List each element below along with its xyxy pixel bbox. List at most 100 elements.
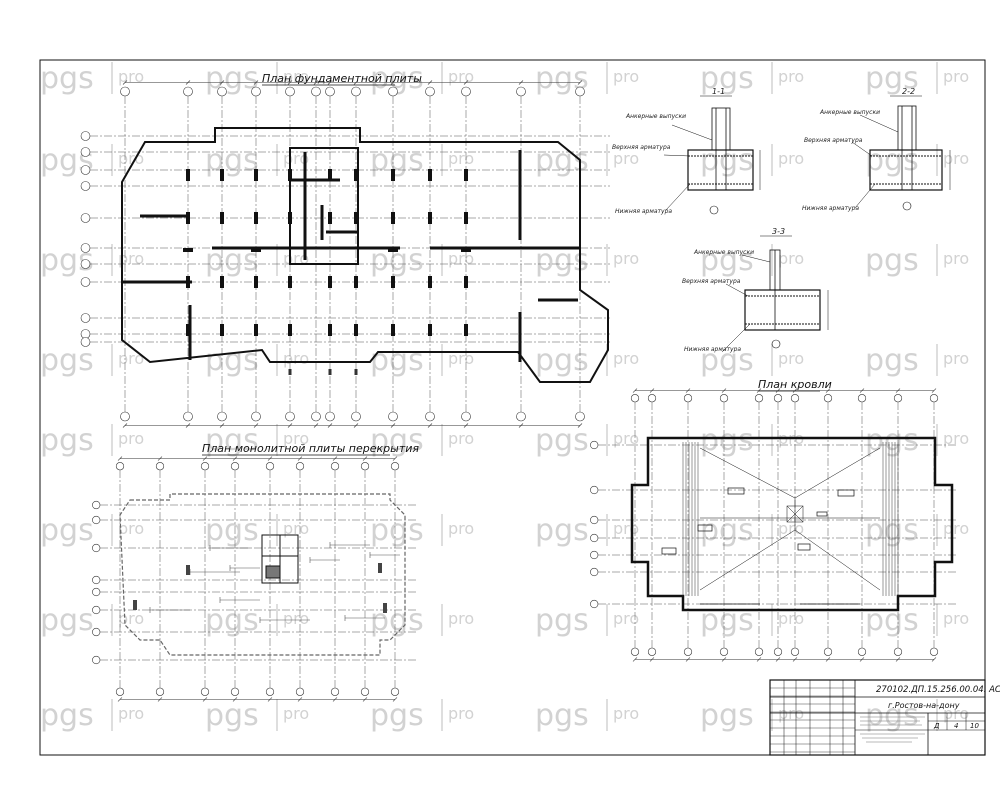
- watermark: pro: [118, 609, 144, 628]
- column: [388, 248, 398, 252]
- watermark: pro: [283, 704, 309, 723]
- axis-marker: [647, 647, 657, 656]
- watermark: pgs: [865, 61, 919, 96]
- watermark: pro: [778, 149, 804, 168]
- axis-marker: [80, 337, 91, 347]
- axis-marker: [80, 313, 91, 323]
- column: [251, 248, 261, 252]
- column: [391, 324, 395, 336]
- stage: Д: [933, 722, 940, 730]
- axis-marker: [120, 411, 130, 422]
- axis-marker: [823, 394, 833, 403]
- watermark: pgs: [535, 603, 589, 638]
- svg-text:Анкерные выпуски: Анкерные выпуски: [625, 113, 686, 120]
- axis-marker: [265, 687, 275, 696]
- watermark: pro: [613, 149, 639, 168]
- watermark: pgs: [370, 513, 424, 548]
- axis-marker: [790, 394, 800, 403]
- axis-marker: [92, 515, 101, 525]
- column: [391, 212, 395, 224]
- axis-marker: [647, 394, 657, 403]
- column: [288, 169, 292, 181]
- axis-marker: [516, 86, 526, 97]
- axis-marker: [200, 462, 210, 471]
- watermark: pro: [448, 519, 474, 538]
- watermark: pgs: [535, 423, 589, 458]
- axis-marker: [351, 86, 361, 97]
- floor-slab-plan-title: План монолитной плиты перекрытия: [202, 442, 419, 455]
- axis-marker: [92, 500, 101, 510]
- watermark: pgs: [40, 513, 94, 548]
- watermark: pro: [118, 349, 144, 368]
- watermark: pgs: [40, 698, 94, 733]
- watermark: pro: [778, 67, 804, 86]
- svg-text:Нижняя арматура: Нижняя арматура: [615, 208, 672, 215]
- watermark: pgs: [865, 698, 919, 733]
- axis-marker: [80, 165, 91, 175]
- axis-marker: [461, 411, 471, 422]
- slab-detail: [383, 603, 387, 613]
- watermark: pgs: [205, 343, 259, 378]
- watermark: pro: [943, 349, 969, 368]
- axis-marker: [857, 394, 867, 403]
- column: [464, 169, 468, 181]
- axis-marker: [719, 647, 729, 656]
- column: [328, 169, 332, 181]
- column: [428, 324, 432, 336]
- watermark: pro: [943, 149, 969, 168]
- foundation-columns: [183, 169, 471, 375]
- svg-text:2-2: 2-2: [902, 87, 915, 96]
- section-2-2: 2-2 Анкерные выпуски Верхняя арматура Ни…: [802, 87, 951, 212]
- watermark: pgs: [700, 423, 754, 458]
- axis-marker: [80, 243, 91, 253]
- axis-marker: [325, 86, 335, 97]
- axis-marker: [893, 394, 903, 403]
- watermark: pro: [778, 349, 804, 368]
- city: г.Ростов-на-дону: [888, 701, 960, 710]
- floor-slab-core: [261, 534, 299, 584]
- watermark: pgs: [700, 143, 754, 178]
- axis-marker: [719, 394, 729, 403]
- svg-text:3-3: 3-3: [772, 227, 785, 236]
- watermark: pro: [778, 519, 804, 538]
- svg-text:Верхняя арматура: Верхняя арматура: [612, 144, 671, 151]
- watermark: pro: [448, 249, 474, 268]
- watermark: pro: [943, 519, 969, 538]
- roof-slope-lines: [699, 447, 881, 591]
- foundation-axis-grid: [80, 80, 610, 428]
- watermark: pro: [448, 704, 474, 723]
- watermark: pro: [448, 349, 474, 368]
- watermark: pro: [613, 349, 639, 368]
- axis-marker: [754, 647, 764, 656]
- sheets-total: 10: [970, 722, 979, 730]
- watermark: pro: [118, 429, 144, 448]
- watermark: pro: [118, 67, 144, 86]
- svg-text:Анкерные выпуски: Анкерные выпуски: [693, 249, 754, 256]
- column: [428, 169, 432, 181]
- axis-marker: [230, 687, 240, 696]
- axis-marker: [823, 647, 833, 656]
- floor-slab-plan: План монолитной плиты перекрытия: [92, 442, 419, 702]
- column: [288, 369, 292, 375]
- axis-marker: [516, 411, 526, 422]
- roof-plan: План кровли: [590, 378, 958, 662]
- axis-marker: [295, 687, 305, 696]
- axis-marker: [590, 599, 599, 609]
- column: [328, 276, 332, 288]
- axis-marker: [893, 647, 903, 656]
- axis-marker: [217, 411, 227, 422]
- column: [254, 276, 258, 288]
- axis-marker: [311, 86, 321, 97]
- watermark: pro: [943, 67, 969, 86]
- column: [288, 276, 292, 288]
- watermark: pgs: [205, 603, 259, 638]
- watermark: pgs: [370, 143, 424, 178]
- drawing-code: 270102.ДП.15.256.00.04. АС: [876, 685, 1000, 695]
- axis-marker: [120, 86, 130, 97]
- watermark: pgs: [370, 423, 424, 458]
- axis-marker: [351, 411, 361, 422]
- watermark: pgs: [700, 243, 754, 278]
- axis-marker: [929, 394, 939, 403]
- watermark: pgs: [535, 698, 589, 733]
